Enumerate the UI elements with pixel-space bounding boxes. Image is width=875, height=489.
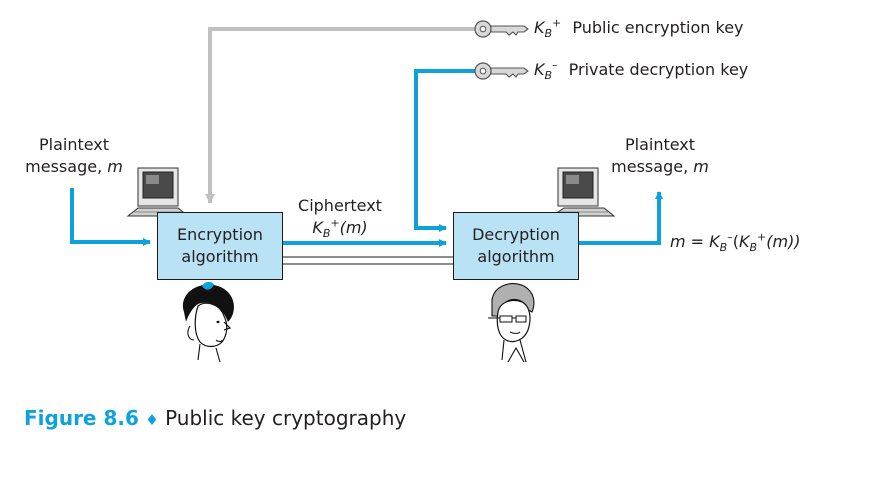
- public-key-path: [205, 27, 475, 204]
- private-key-path: [414, 69, 475, 232]
- plaintext-output-path: [578, 191, 663, 245]
- plaintext-input-path: [70, 188, 151, 246]
- receiver-plaintext-label: Plaintext message, m: [611, 135, 709, 176]
- figure-caption: Figure 8.6 ♦ Public key cryptography: [24, 406, 406, 430]
- public-key-icon: [474, 20, 529, 38]
- decryption-algorithm-box: Decryption algorithm: [453, 212, 579, 280]
- sender-plaintext-label: Plaintext message, m: [25, 135, 123, 176]
- figure-title: Public key cryptography: [165, 406, 407, 430]
- public-key-label: KB+ Public encryption key: [534, 16, 744, 41]
- ciphertext-label: Ciphertext KB+(m): [298, 196, 382, 241]
- private-key-label: KB– Private decryption key: [534, 58, 749, 83]
- sender-computer-icon: [126, 167, 190, 217]
- alice-avatar: [182, 281, 234, 363]
- private-key-icon: [474, 62, 529, 80]
- bob-avatar: [488, 283, 535, 363]
- caption-separator: ♦: [145, 411, 159, 429]
- encryption-algorithm-box: Encryption algorithm: [157, 212, 283, 280]
- figure-number: Figure 8.6: [24, 406, 139, 430]
- decryption-result-expression: m = KB–(KB+(m)): [670, 230, 801, 255]
